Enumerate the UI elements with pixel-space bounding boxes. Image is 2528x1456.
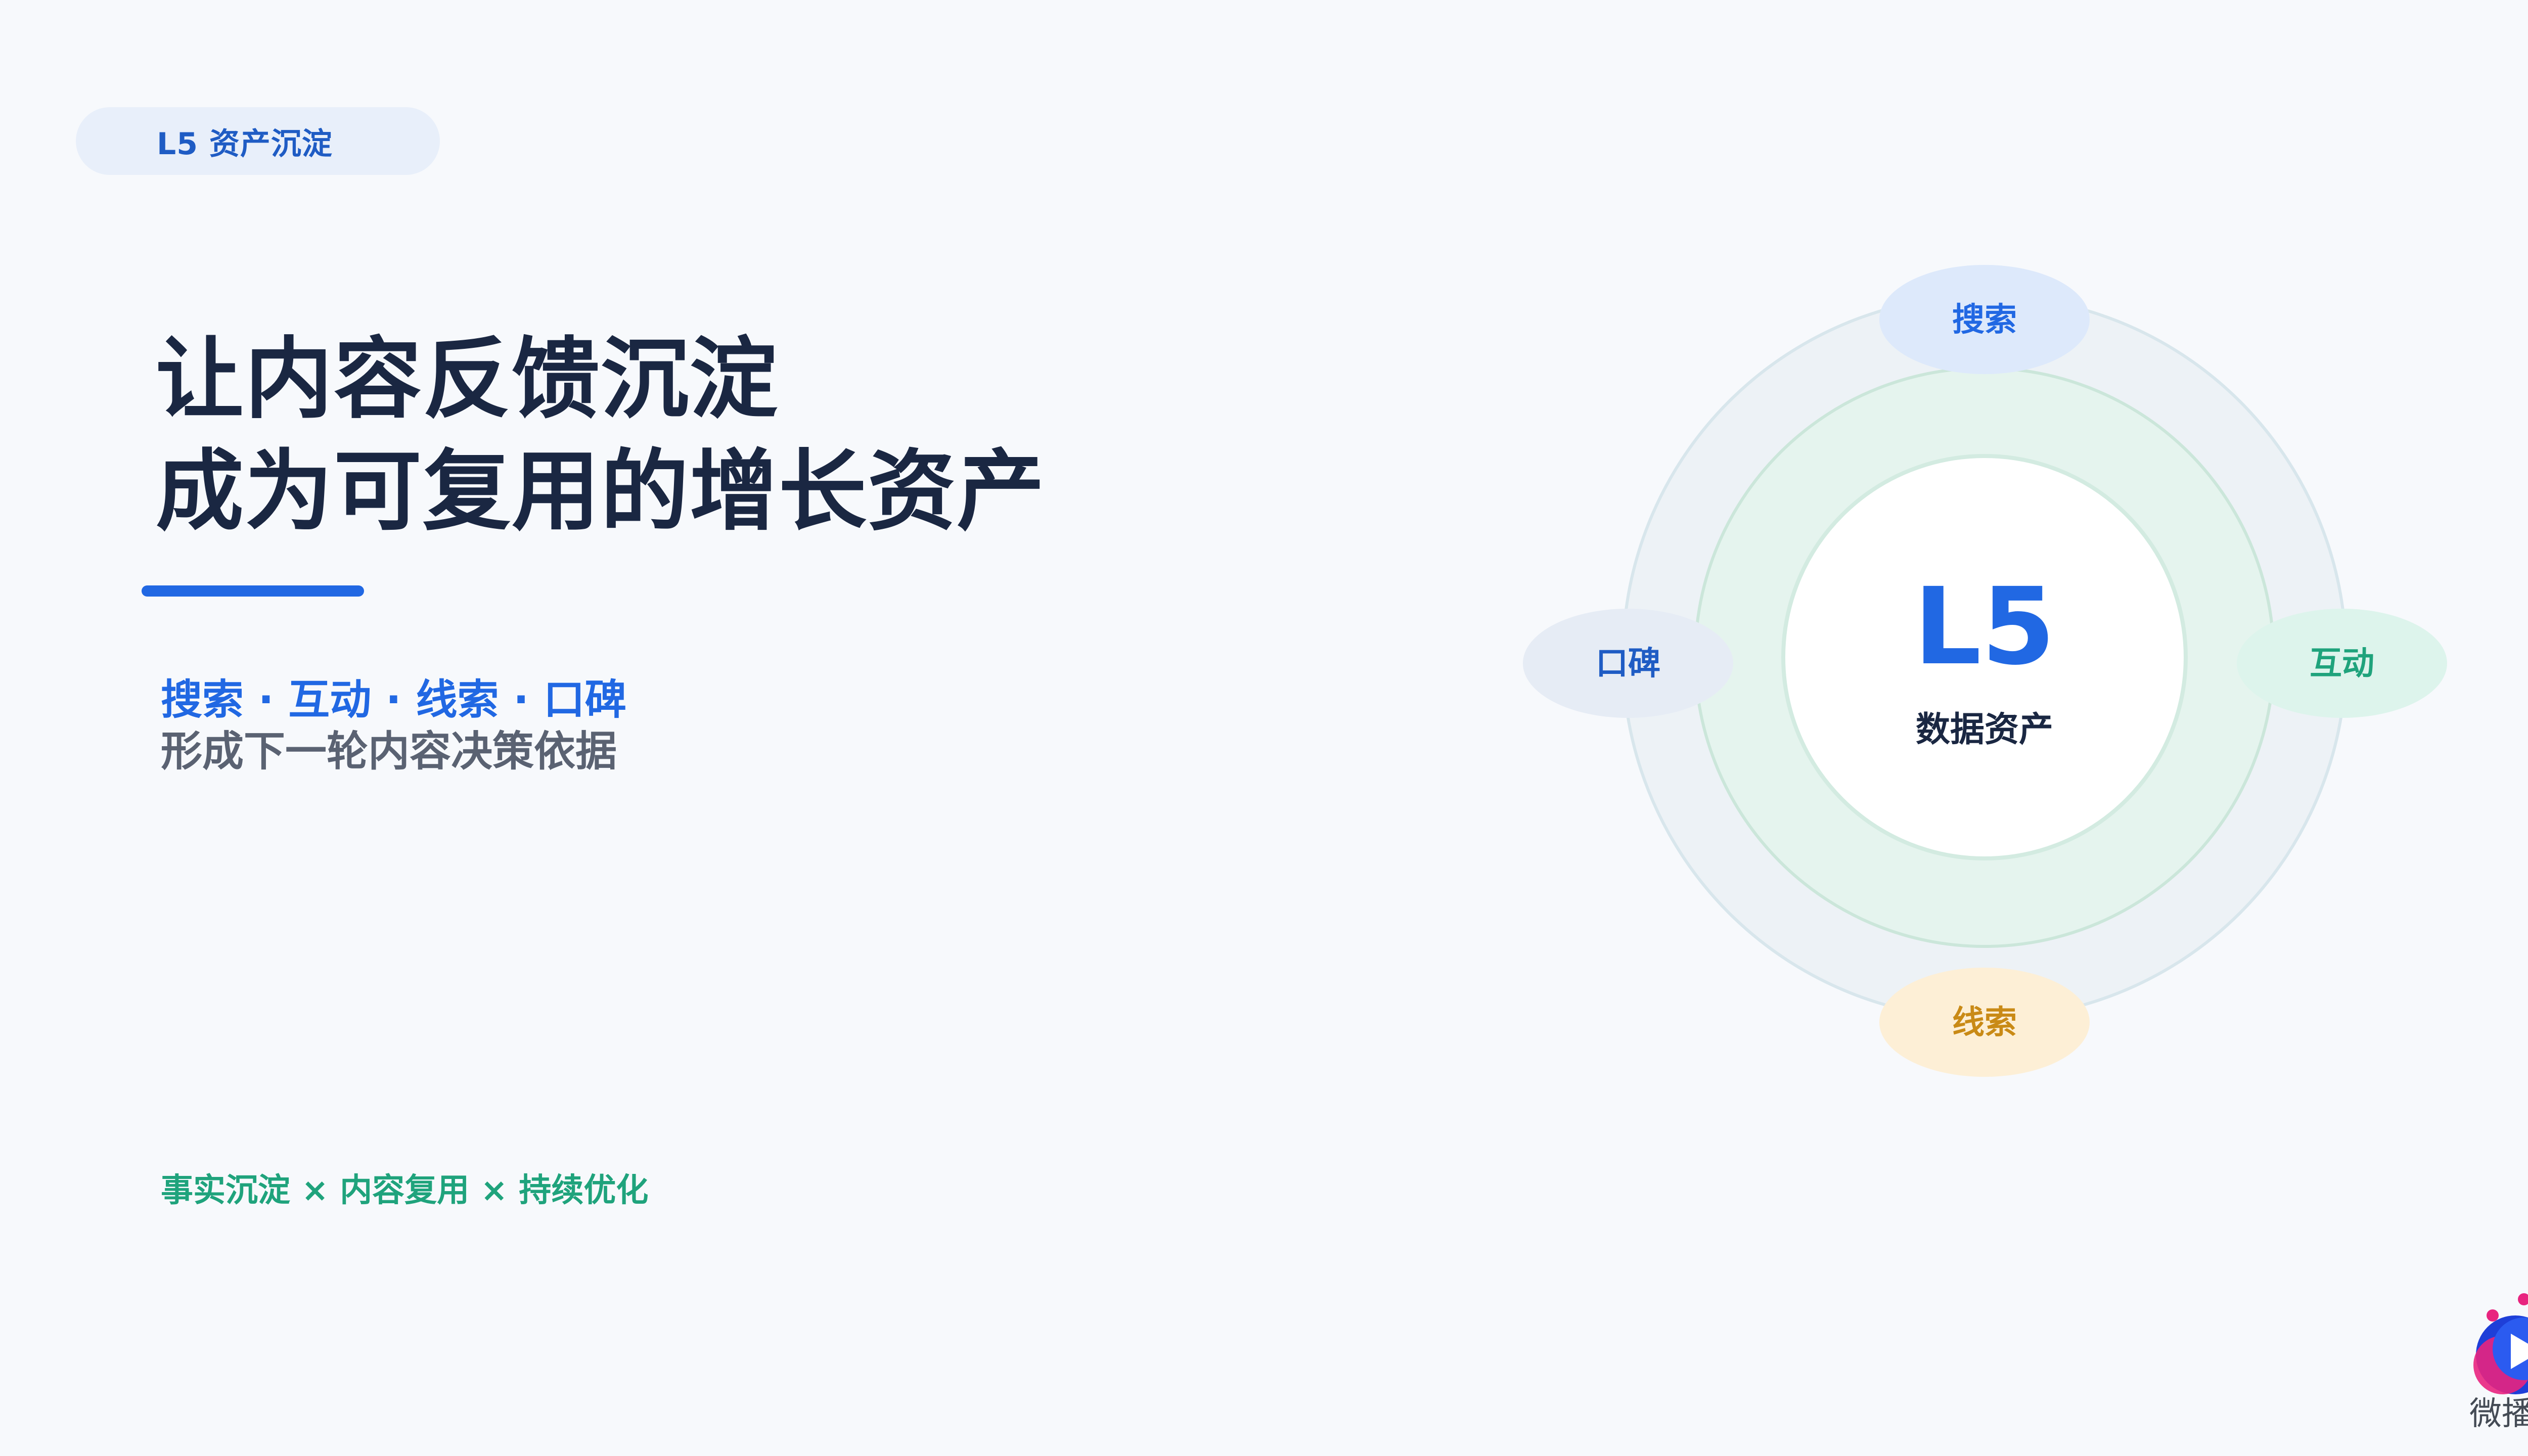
headline: 让内容反馈沉淀 成为可复用的增长资产 <box>156 324 1268 548</box>
outer-ring <box>1621 294 2348 1020</box>
logo-caption: 微播易 <box>2469 1395 2528 1433</box>
node-search <box>1879 265 2090 374</box>
section-tag: L5 资产沉淀 <box>76 107 440 175</box>
headline-line-2: 成为可复用的增长资产 <box>156 440 1046 543</box>
core-subtitle: 数据资产 <box>1916 710 2053 750</box>
accent-underline <box>142 585 364 597</box>
keywords-line: 搜索 · 互动 · 线索 · 口碑 <box>161 676 626 724</box>
node-leads <box>1879 968 2090 1077</box>
core-title: L5 <box>1914 565 2055 689</box>
node-interaction-label: 互动 <box>2310 645 2374 682</box>
node-word-of-mouth-label: 口碑 <box>1596 645 1660 682</box>
node-leads-label: 线索 <box>1952 1004 2017 1041</box>
middle-ring <box>1694 367 2275 948</box>
node-interaction <box>2237 609 2447 718</box>
node-search-label: 搜索 <box>1952 301 2017 339</box>
weiboyi-logo-icon <box>2473 1293 2528 1394</box>
node-word-of-mouth <box>1523 609 1733 718</box>
subline: 形成下一轮内容决策依据 <box>161 727 617 776</box>
headline-line-1: 让内容反馈沉淀 <box>156 328 779 431</box>
footer-tagline: 事实沉淀 × 内容复用 × 持续优化 <box>161 1172 649 1209</box>
section-tag-label: L5 资产沉淀 <box>157 126 333 162</box>
core-circle <box>1781 454 2188 860</box>
